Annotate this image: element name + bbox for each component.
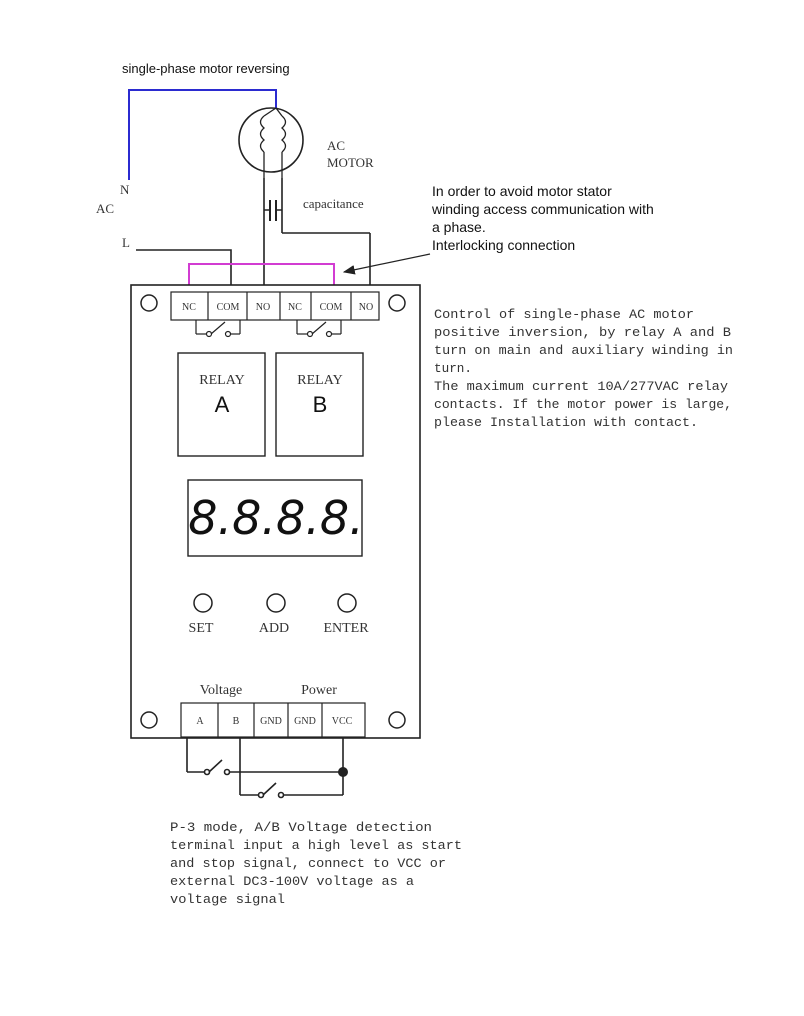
relay-a-letter: A (215, 392, 230, 417)
led-display-value: 8.8.8.8. (188, 491, 364, 545)
enter-button-label: ENTER (323, 621, 369, 636)
set-button-label: SET (189, 621, 214, 636)
add-button-label: ADD (259, 621, 289, 636)
input-terminal-gnd-2: GND (294, 716, 316, 727)
relay-terminal-block (170, 291, 380, 321)
motor-label-ac: AC (327, 138, 345, 153)
control-note-5: The maximum current 10A/277VAC relay (434, 379, 728, 394)
relay-b-letter: B (313, 392, 328, 417)
relay-a-terminal-nc: NC (182, 302, 196, 313)
input-terminal-vcc: VCC (332, 716, 353, 727)
ac-motor (238, 107, 304, 178)
control-note-1: Control of single-phase AC motor (434, 307, 694, 322)
add-button[interactable] (266, 593, 286, 613)
interlock-note-3: a phase. (432, 219, 486, 235)
interlock-note-4: Interlocking connection (432, 237, 575, 253)
control-note-2: positive inversion, by relay A and B (434, 325, 731, 340)
input-terminal-a: A (196, 716, 204, 727)
input-terminal-gnd-1: GND (260, 716, 282, 727)
n-wire (128, 89, 277, 180)
relay-b-terminal-com: COM (320, 302, 343, 313)
ac-source-l-label: L (122, 235, 130, 250)
mounting-hole-bottom-right (388, 711, 406, 729)
input-terminal-block (180, 702, 366, 738)
relay-b-box (275, 352, 364, 457)
external-switch-wiring (186, 737, 344, 799)
voltage-group-label: Voltage (200, 683, 243, 698)
control-note-4: turn. (434, 361, 472, 376)
interlock-wire (188, 263, 335, 288)
mounting-hole-top-left (140, 294, 158, 312)
relay-a-box (177, 352, 266, 457)
enter-button[interactable] (337, 593, 357, 613)
relay-a-terminal-com: COM (217, 302, 240, 313)
capacitor (263, 178, 371, 288)
p3-note-2: terminal input a high level as start (170, 838, 462, 853)
mounting-hole-top-right (388, 294, 406, 312)
p3-note-5: voltage signal (170, 892, 285, 907)
l-wire (136, 249, 232, 288)
power-group-label: Power (301, 683, 337, 698)
interlock-note-2: winding access communication with (431, 201, 654, 217)
vcc-junction-dot (338, 767, 348, 777)
capacitance-label: capacitance (303, 196, 364, 211)
control-note-3: turn on main and auxiliary winding in (434, 343, 733, 358)
ac-source-n-label: N (120, 182, 130, 197)
relay-a-contact-symbol (195, 320, 241, 338)
p3-note-1: P-3 mode, A/B Voltage detection (170, 820, 432, 835)
relay-b-terminal-nc: NC (288, 302, 302, 313)
relay-b-contact-symbol (296, 320, 342, 338)
relay-b-terminal-no: NO (359, 302, 373, 313)
control-note-6: contacts. If the motor power is large, (434, 397, 732, 412)
set-button[interactable] (193, 593, 213, 613)
relay-b-label: RELAY (297, 373, 342, 388)
relay-a-label: RELAY (199, 373, 244, 388)
interlock-arrow (342, 253, 431, 275)
led-display-frame (187, 479, 363, 557)
control-note-7: please Installation with contact. (434, 415, 698, 430)
diagram-title: single-phase motor reversing (122, 61, 290, 76)
interlock-note-1: In order to avoid motor stator (432, 183, 612, 199)
ac-source-label: AC (96, 201, 114, 216)
p3-note-4: external DC3-100V voltage as a (170, 874, 414, 889)
motor-label-motor: MOTOR (327, 155, 374, 170)
p3-note-3: and stop signal, connect to VCC or (170, 856, 446, 871)
relay-a-terminal-no: NO (256, 302, 270, 313)
input-terminal-b: B (233, 716, 240, 727)
mounting-hole-bottom-left (140, 711, 158, 729)
